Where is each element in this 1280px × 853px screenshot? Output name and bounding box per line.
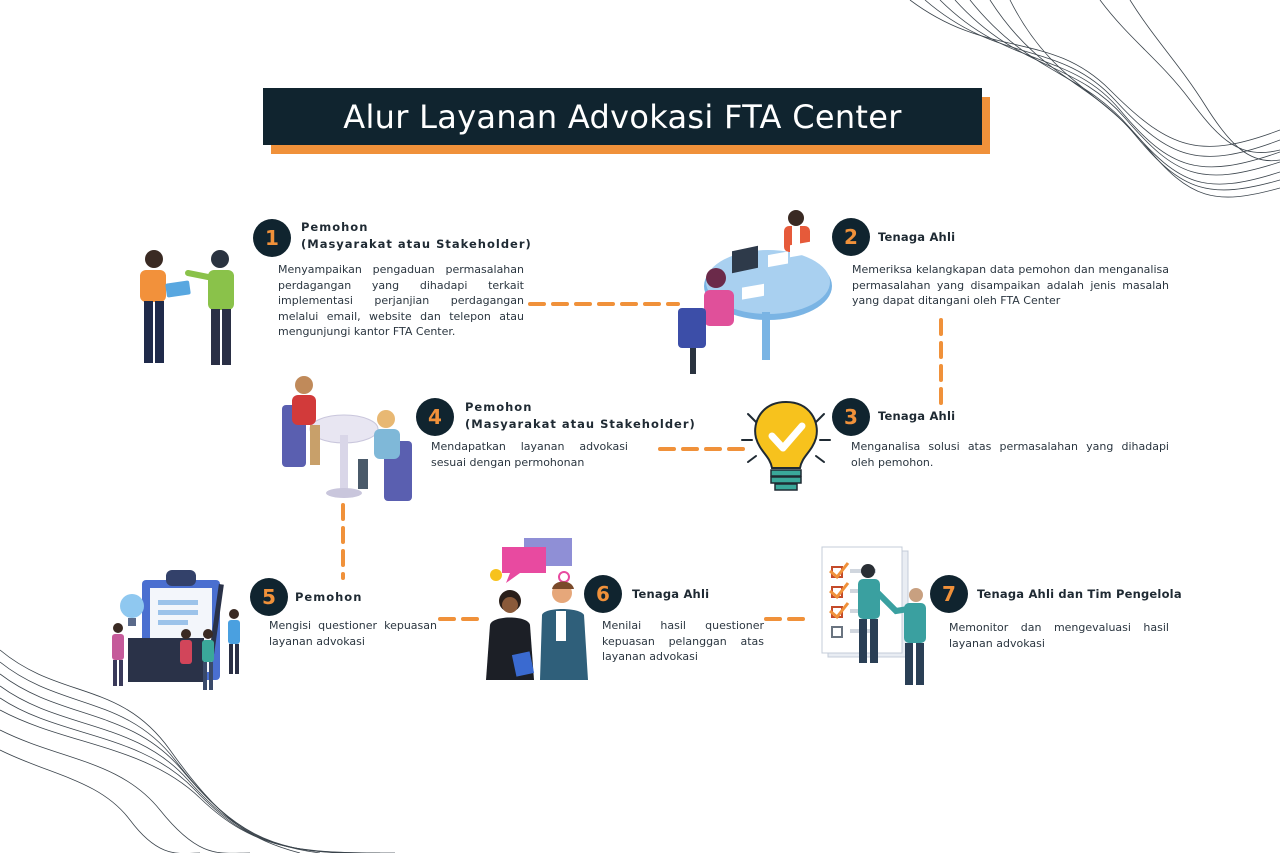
step-4-subtitle: (Masyarakat atau Stakeholder): [465, 417, 696, 431]
step-2-number: 2: [832, 218, 870, 256]
step-4-heading: Pemohon (Masyarakat atau Stakeholder): [465, 399, 696, 433]
step-7-description: Memonitor dan mengevaluasi hasil layanan…: [949, 621, 1169, 650]
experts-discussion-illustration: [486, 538, 588, 680]
step-3-number: 3: [832, 398, 870, 436]
step-7-number: 7: [930, 575, 968, 613]
step-7-title: Tenaga Ahli dan Tim Pengelola: [977, 587, 1182, 601]
wave-lines-top-right: [909, 0, 1280, 198]
step-4-number: 4: [416, 398, 454, 436]
step-1-description: Menyampaikan pengaduan permasalahan perd…: [278, 263, 524, 338]
two-people-talking-illustration: [140, 250, 234, 365]
title-banner: Alur Layanan Advokasi FTA Center: [263, 88, 990, 154]
page-title: Alur Layanan Advokasi FTA Center: [263, 88, 982, 145]
meeting-table-illustration: [678, 210, 832, 374]
step-1-heading: Pemohon (Masyarakat atau Stakeholder): [301, 219, 532, 253]
wave-lines-bottom-left: [0, 649, 396, 853]
consultation-table-illustration: [282, 376, 412, 501]
step-2-description: Memeriksa kelangkapan data pemohon dan m…: [852, 263, 1169, 307]
step-5-number: 5: [250, 578, 288, 616]
step-6-title: Tenaga Ahli: [632, 587, 710, 601]
step-5-title: Pemohon: [295, 590, 363, 604]
step-2-title: Tenaga Ahli: [878, 230, 956, 244]
step-3-title: Tenaga Ahli: [878, 409, 956, 423]
step-5-description: Mengisi questioner kepuasan layanan advo…: [269, 619, 437, 648]
step-1-number: 1: [253, 219, 291, 257]
step-6-description: Menilai hasil questioner kepuasan pelang…: [602, 619, 764, 663]
step-4-description: Mendapatkan layanan advokasi sesuai deng…: [431, 440, 628, 469]
step-1-subtitle: (Masyarakat atau Stakeholder): [301, 237, 532, 251]
lightbulb-check-illustration: [741, 400, 831, 491]
step-4-title: Pemohon: [465, 400, 533, 414]
clipboard-survey-illustration: [112, 570, 240, 690]
checklist-handshake-illustration: [821, 546, 926, 685]
step-1-title: Pemohon: [301, 220, 369, 234]
step-3-description: Menganalisa solusi atas permasalahan yan…: [851, 440, 1169, 469]
step-6-number: 6: [584, 575, 622, 613]
